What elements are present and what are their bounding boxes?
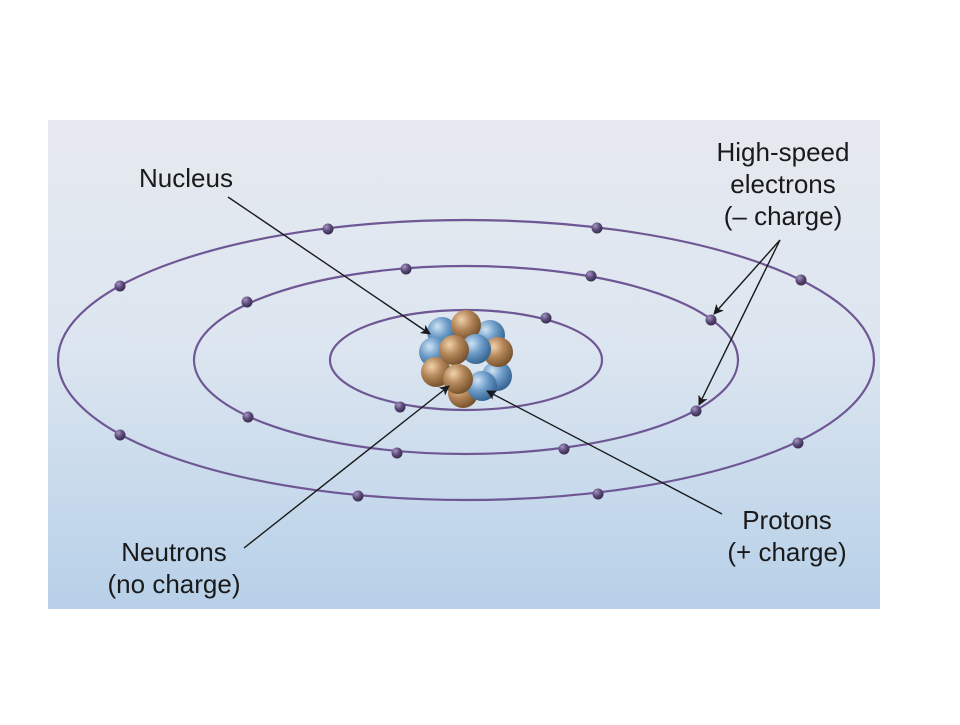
diagram-background [48, 120, 880, 609]
nucleus [419, 310, 513, 408]
neutrons-label-line-2: (no charge) [108, 569, 241, 599]
electron [795, 274, 807, 286]
middle-orbit [192, 264, 740, 456]
electron [394, 401, 406, 413]
electron [114, 429, 126, 441]
electron [540, 312, 552, 324]
electrons [114, 222, 807, 502]
nucleus-label: Nucleus [139, 163, 233, 193]
electron [391, 447, 403, 459]
protons-label: Protons (+ charge) [727, 505, 846, 567]
protons-label-line-2: (+ charge) [727, 537, 846, 567]
electron-pointer-1 [713, 239, 781, 315]
neutrons-pointer [243, 385, 450, 549]
electron [322, 223, 334, 235]
protons-label-line-1: Protons [742, 505, 832, 535]
electron-pointer-2 [698, 239, 781, 406]
electron [558, 443, 570, 455]
electron [400, 263, 412, 275]
neutrons-label: Neutrons (no charge) [108, 537, 241, 599]
electron [114, 280, 126, 292]
electron [792, 437, 804, 449]
electrons-label-line-1: High-speed [717, 137, 850, 167]
outer-orbit [56, 218, 876, 502]
electron [592, 488, 604, 500]
neutrons-label-line-1: Neutrons [121, 537, 227, 567]
electron [352, 490, 364, 502]
neutron [439, 335, 469, 365]
electron [585, 270, 597, 282]
electrons-label-line-2: electrons [730, 169, 836, 199]
electrons-label: High-speed electrons (– charge) [717, 137, 850, 231]
protons-pointer [486, 390, 723, 515]
electron [705, 314, 717, 326]
electron [242, 411, 254, 423]
electron [241, 296, 253, 308]
electron [591, 222, 603, 234]
neutron [483, 337, 513, 367]
electrons-label-line-3: (– charge) [724, 201, 843, 231]
neutron [451, 310, 481, 340]
proton [461, 334, 491, 364]
neutron [443, 364, 473, 394]
pointers [227, 196, 781, 549]
nucleus-pointer [227, 196, 431, 335]
electron [690, 405, 702, 417]
